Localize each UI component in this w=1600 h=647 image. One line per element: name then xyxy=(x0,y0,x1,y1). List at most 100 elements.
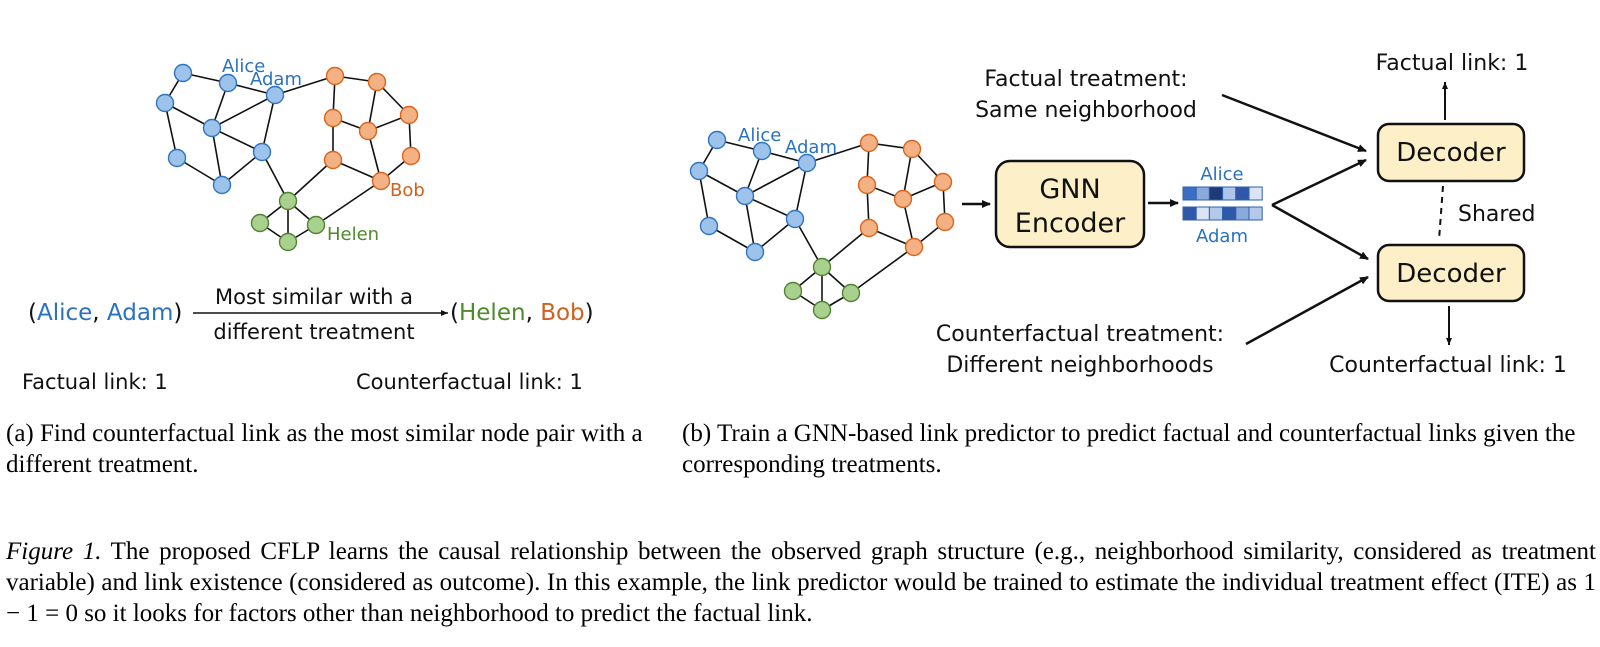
embedding-cell xyxy=(1235,186,1250,201)
similarity-relation: (Alice, Adam) Most similar with a differ… xyxy=(28,285,594,344)
graph-edge xyxy=(821,227,870,268)
graph-node-green xyxy=(306,215,326,235)
graph-panel-b xyxy=(689,130,955,320)
graph-node-orange xyxy=(902,139,922,159)
arrow-label-bottom: different treatment xyxy=(213,320,414,344)
graph-panel-a xyxy=(155,63,421,252)
embedding-to-decoder-bottom-arrow xyxy=(1271,203,1369,261)
graph-edge xyxy=(211,127,263,153)
node-label-bob: Bob xyxy=(390,180,425,201)
embedding-cell xyxy=(1222,186,1237,201)
factual-treatment-line2: Same neighborhood xyxy=(975,98,1197,123)
graph-edge xyxy=(744,162,808,197)
source-node-alice: Alice xyxy=(37,300,92,326)
decoder-bottom-rect xyxy=(1376,243,1526,303)
graph-node-blue xyxy=(167,148,187,168)
counterfactual-treatment-arrow xyxy=(1245,275,1369,346)
embedding-cell xyxy=(1208,206,1224,221)
decoder-top-box: Decoder xyxy=(1376,122,1526,183)
embedding-cell xyxy=(1248,186,1263,201)
graph-node-orange xyxy=(325,66,345,86)
graph-node-green xyxy=(278,232,298,252)
decoder-bottom-box: Decoder xyxy=(1376,243,1526,303)
graph-edge xyxy=(744,195,756,253)
graph-node-orange xyxy=(367,72,387,92)
graph-edge xyxy=(211,127,223,186)
encoder-label-line2: Encoder xyxy=(1015,208,1126,239)
graph-node-blue xyxy=(745,242,765,262)
decoder-top-label: Decoder xyxy=(1396,138,1506,168)
graph-edge xyxy=(850,246,915,294)
graph-node-blue xyxy=(218,73,238,93)
embedding-cell xyxy=(1195,206,1210,221)
graph-node-blue xyxy=(752,141,772,161)
graph-node-blue xyxy=(707,130,727,150)
graph-edge xyxy=(315,180,382,226)
graph-node-orange xyxy=(399,105,419,125)
embedding-cell xyxy=(1248,206,1263,221)
counterfactual-link-label-a: Counterfactual link: 1 xyxy=(356,370,583,394)
comma: , xyxy=(92,300,107,326)
embedding-label-adam: Adam xyxy=(1196,226,1248,247)
graph-node-blue xyxy=(735,186,755,206)
graph-node-blue xyxy=(785,209,805,229)
graph-node-blue xyxy=(252,142,272,162)
embedding-label-alice: Alice xyxy=(1200,164,1243,185)
gnn-encoder-box: GNN Encoder xyxy=(994,159,1146,249)
graph-node-orange xyxy=(933,172,953,192)
graph-node-green xyxy=(783,281,803,301)
node-label-helen: Helen xyxy=(327,224,379,245)
node-label-alice: Alice xyxy=(222,56,265,77)
comma: , xyxy=(526,300,541,326)
graph-node-green xyxy=(812,300,832,320)
graph-edge xyxy=(274,75,336,96)
graph-node-orange xyxy=(859,133,879,153)
figure-caption-label: Figure 1. xyxy=(6,538,102,565)
node-label-alice-b: Alice xyxy=(738,125,781,146)
counterfactual-link-label-b: Counterfactual link: 1 xyxy=(1329,353,1567,378)
graph-node-blue xyxy=(699,216,719,236)
graph-node-blue xyxy=(212,175,232,195)
graph-edge xyxy=(211,94,276,129)
graph-node-green xyxy=(812,257,832,277)
figure-caption: Figure 1. The proposed CFLP learns the c… xyxy=(6,536,1596,629)
embedding-cell xyxy=(1235,206,1250,221)
paren: ) xyxy=(173,300,182,326)
node-label-adam-b: Adam xyxy=(785,137,837,158)
graph-node-orange xyxy=(401,146,421,166)
embedding-cell xyxy=(1222,206,1237,221)
shared-dashed-line xyxy=(1438,185,1444,241)
factual-treatment-arrow xyxy=(1221,93,1367,153)
graph-edge xyxy=(287,159,334,202)
graph-node-blue xyxy=(173,63,193,83)
graph-node-blue xyxy=(202,118,222,138)
graph-node-orange xyxy=(358,121,378,141)
decoder-bottom-label: Decoder xyxy=(1396,259,1506,289)
graph-node-blue xyxy=(689,161,709,181)
target-node-bob: Bob xyxy=(540,300,584,326)
graph-node-orange xyxy=(857,175,877,195)
graph-edge xyxy=(261,94,276,153)
graph-node-orange xyxy=(935,212,955,232)
graph-edge xyxy=(806,142,870,164)
embedding-cell xyxy=(1208,186,1224,201)
decoder-top-rect xyxy=(1376,122,1526,183)
graph-node-orange xyxy=(323,150,343,170)
graph-node-orange xyxy=(904,237,924,257)
embedding-cell xyxy=(1182,206,1197,221)
embedding-alice xyxy=(1182,186,1263,201)
graph-node-blue xyxy=(155,93,175,113)
graph-node-orange xyxy=(323,108,343,128)
graph-edge xyxy=(261,151,289,202)
factual-link-label-b: Factual link: 1 xyxy=(1376,51,1529,76)
target-pair: (Helen, Bob) xyxy=(450,300,594,326)
arrow-label-top: Most similar with a xyxy=(215,285,413,309)
embedding-to-decoder-top-arrow xyxy=(1271,158,1367,207)
factual-treatment-line1: Factual treatment: xyxy=(984,67,1187,92)
graph-edge xyxy=(794,162,808,220)
shared-label: Shared xyxy=(1458,202,1535,227)
factual-link-label-a: Factual link: 1 xyxy=(22,370,168,394)
paren: ) xyxy=(585,300,594,326)
graph-node-green xyxy=(841,283,861,303)
